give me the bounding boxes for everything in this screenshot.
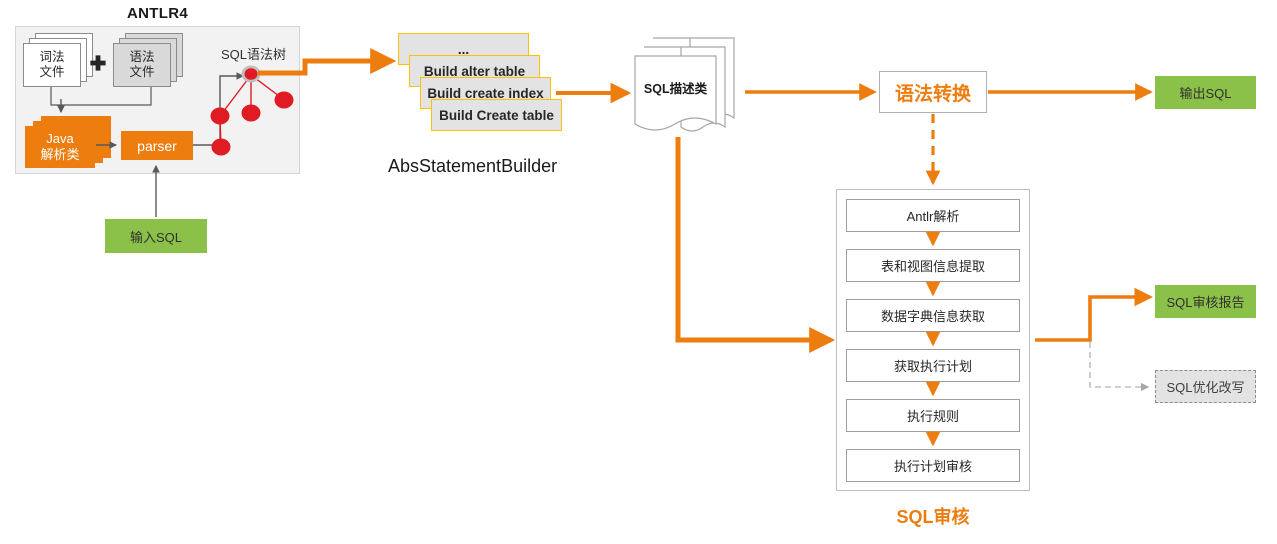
grammar-file-label: 语法 文件 [113,43,171,87]
sql-audit-title: SQL审核 [896,507,970,527]
audit-step-3: 获取执行计划 [846,349,1020,382]
lexer-file-label: 词法 文件 [23,43,81,87]
sql-audit-panel [836,189,1030,491]
input-sql-box: 输入SQL [105,219,207,253]
grammar-file-line2: 文件 [129,65,155,79]
audit-step-0: Antlr解析 [846,199,1020,232]
sql-desc-label: SQL描述类 [643,81,708,96]
output-sql-box: 输出SQL [1155,76,1256,109]
lexer-file-line2: 文件 [39,65,65,79]
arrow-sqldesc-to-audit [675,137,836,353]
arrow-audit-to-report [1035,287,1153,342]
audit-step-4: 执行规则 [846,399,1020,432]
parser-box: parser [121,131,193,160]
plus-glyph [90,55,106,71]
lexer-file-sheet-front [23,43,81,87]
sql-desc-doc-stack: SQL描述类 [631,36,741,141]
grammar-file-stack: 语法 文件 [113,33,183,87]
java-classes-stack: Java 解析类 [25,116,111,168]
arrow-audit-to-rewrite-dashed [1089,342,1150,392]
java-classes-line1: Java [46,131,74,146]
abs-statement-builder-label: AbsStatementBuilder [388,156,558,176]
audit-step-1: 表和视图信息提取 [846,249,1020,282]
java-classes-label: Java 解析类 [25,126,95,168]
audit-step-2: 数据字典信息获取 [846,299,1020,332]
sql-desc-doc-shapes [634,37,735,132]
grammar-file-line1: 语法 [129,50,155,64]
grammar-convert-box: 语法转换 [879,71,987,113]
sql-rewrite-box: SQL优化改写 [1155,370,1256,403]
sql-syntax-tree-label: SQL语法树 [221,47,287,62]
audit-step-5: 执行计划审核 [846,449,1020,482]
lexer-file-stack: 词法 文件 [23,33,93,87]
java-classes-line2: 解析类 [40,147,80,162]
lexer-file-line1: 词法 [39,50,65,64]
antlr4-title: ANTLR4 [127,5,188,22]
plus-icon [89,54,107,76]
java-classes-sheet-front [25,126,95,168]
grammar-file-sheet-front [113,43,171,87]
builder-box-3: Build Create table [431,99,562,131]
audit-report-box: SQL审核报告 [1155,285,1256,318]
